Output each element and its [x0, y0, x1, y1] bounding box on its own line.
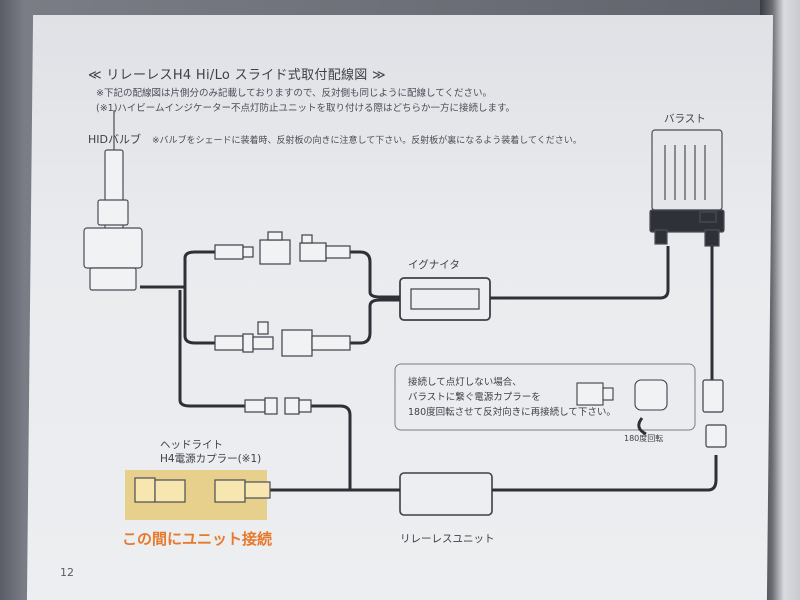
igniter-box	[399, 277, 491, 321]
hid-bulb-icon	[83, 110, 143, 291]
page-title: ≪ リレーレスH4 Hi/Lo スライド式取付配線図 ≫	[88, 68, 386, 83]
header-note-1: ※下記の配線図は片側分のみ記載しておりますので、反対側も同じように配線してくださ…	[96, 88, 492, 99]
ballast-plug	[702, 379, 727, 448]
connector-lower	[214, 321, 351, 357]
coupler-label-line2: H4電源カプラー(※1)	[160, 453, 262, 465]
wires	[140, 246, 718, 492]
note-box-line2: バラストに繋ぐ電源カプラーを	[408, 392, 541, 403]
h4-coupler-icon	[134, 477, 271, 503]
rotation-label: 180度回転	[624, 434, 664, 443]
connector-indicator	[244, 397, 312, 415]
header-note-2: (※1)ハイビームインジケーター不点灯防止ユニットを取り付ける際はどちらか一方に…	[96, 103, 515, 114]
coupler-label-line1: ヘッドライト	[160, 439, 223, 451]
page-number: 12	[60, 566, 74, 579]
relayless-unit-box	[399, 472, 493, 516]
connector-upper	[214, 231, 351, 265]
note-box-line3: 180度回転させて反対向きに再接続して下さい。	[408, 407, 616, 418]
relayless-unit-label: リレーレスユニット	[400, 533, 495, 545]
rotate-coupler-icon	[576, 379, 668, 436]
unit-connect-callout: この間にユニット接続	[122, 530, 273, 548]
note-box-line1: 接続して点灯しない場合、	[408, 377, 522, 388]
hid-bulb-note: ※バルブをシェードに装着時、反射板の向きに注意して下さい。反射板が裏になるよう装…	[152, 136, 582, 146]
hid-bulb-label: HIDバルブ	[88, 133, 141, 146]
igniter-label: イグナイタ	[408, 259, 460, 271]
ballast-label: バラスト	[664, 113, 706, 125]
ballast-icon	[649, 129, 725, 247]
note-box	[394, 363, 696, 431]
